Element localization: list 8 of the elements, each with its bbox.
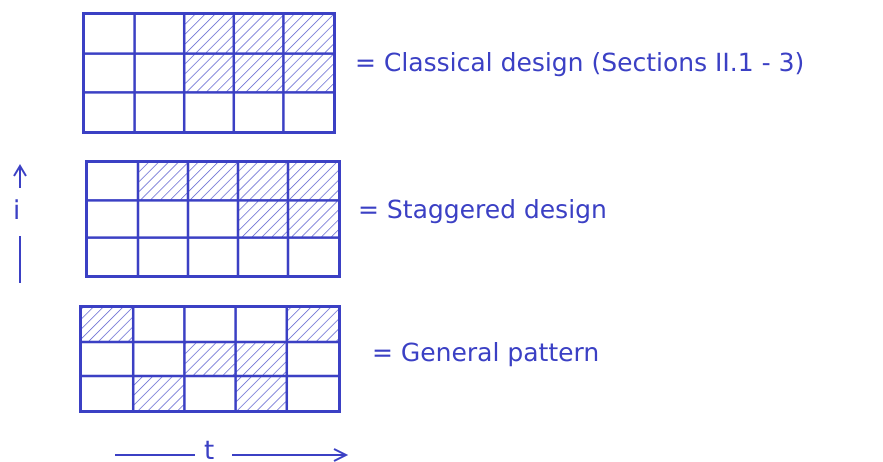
axis-label: i	[13, 198, 20, 224]
hatched-grid	[79, 305, 341, 413]
axis-label: t	[204, 438, 214, 462]
grid-caption: = Staggered design	[358, 195, 607, 225]
grid-caption: = General pattern	[372, 338, 600, 368]
hatched-grid	[82, 12, 336, 134]
hatched-grid	[85, 160, 341, 278]
grid-caption: = Classical design (Sections II.1 - 3)	[355, 48, 804, 78]
